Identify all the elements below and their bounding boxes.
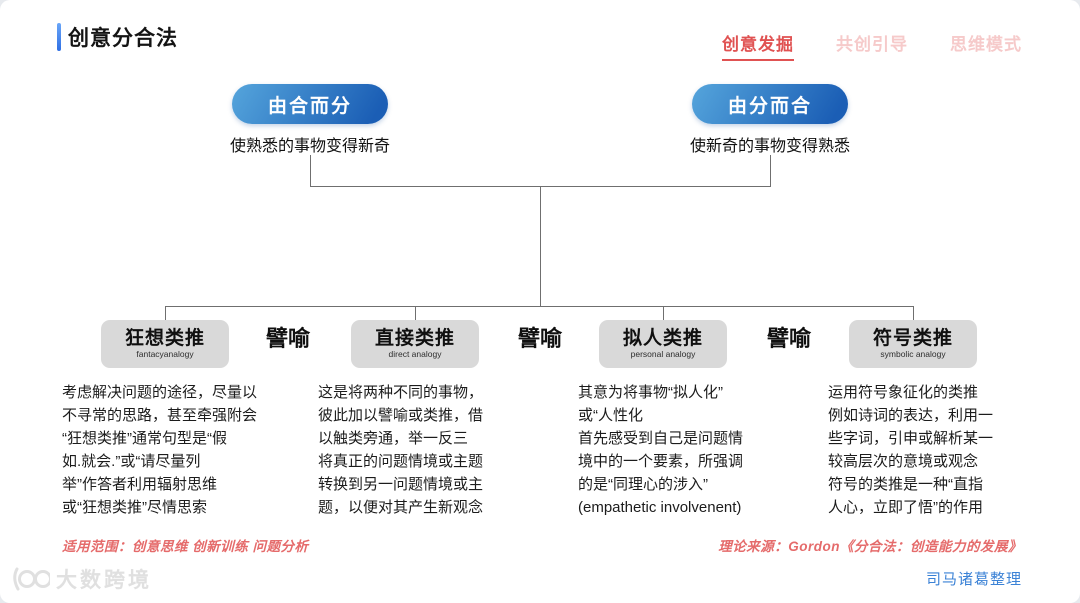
- credit-text: 司马诸葛整理: [925, 571, 1022, 588]
- scope-note: 适用范围：创意思维 创新训练 问题分析: [62, 539, 309, 554]
- analogy-description-direct: 这是将两种不同的事物， 彼此加以譬喻或类推，借 以触类旁通，举一反三 将真正的问…: [318, 384, 484, 516]
- analogy-subtitle: direct analogy: [388, 349, 442, 359]
- nav-tab-thinking-model[interactable]: 思维模式: [950, 35, 1022, 54]
- analogy-title: 狂想类推: [124, 328, 205, 349]
- analogy-subtitle: fantacyanalogy: [136, 349, 194, 359]
- connector-line-branch-4: [913, 306, 914, 321]
- hundred-logo-icon: [13, 567, 50, 591]
- watermark-text: 大数跨境: [56, 569, 152, 592]
- nav-tab-cocreation-guide[interactable]: 共创引导: [836, 35, 908, 54]
- analogy-title: 拟人类推: [622, 328, 703, 349]
- analogy-title: 直接类推: [374, 328, 455, 349]
- connector-line-branch-3: [663, 306, 664, 321]
- analogy-description-fantasy: 考虑解决问题的途径，尽量以 不寻常的思路，甚至牵强附会 “狂想类推”通常句型是“…: [62, 384, 258, 516]
- analogy-box-personal: 拟人类推 personal analogy: [599, 320, 727, 368]
- method-subtitle-merge: 使新奇的事物变得熟悉: [689, 138, 850, 155]
- connector-line-right-drop: [770, 155, 771, 186]
- page-title: 创意分合法: [68, 27, 178, 50]
- method-subtitle-split: 使熟悉的事物变得新奇: [229, 138, 390, 155]
- connector-line-left-drop: [310, 155, 311, 186]
- metaphor-label-1: 譬喻: [265, 326, 310, 351]
- nav-tab-creative-discovery[interactable]: 创意发掘: [722, 30, 794, 61]
- analogy-subtitle: symbolic analogy: [880, 349, 946, 359]
- theory-source-note: 理论来源：Gordon《分合法：创造能力的发展》: [718, 539, 1022, 554]
- analogy-description-personal: 其意为将事物“拟人化” 或“人性化 首先感受到自己是问题情 境中的一个要素，所强…: [578, 384, 744, 516]
- title-accent-bar: [57, 23, 61, 51]
- method-button-split[interactable]: 由合而分: [232, 84, 388, 124]
- method-button-merge[interactable]: 由分而合: [692, 84, 848, 124]
- analogy-description-symbolic: 运用符号象征化的类推 例如诗词的表达，利用一 些字词，引申或解析某一 较高层次的…: [828, 384, 994, 516]
- watermark-logo: 大数跨境: [10, 564, 152, 594]
- connector-line-center-trunk: [540, 186, 541, 306]
- top-nav: 创意发掘 共创引导 思维模式: [722, 30, 1022, 61]
- metaphor-label-3: 譬喻: [766, 326, 811, 351]
- analogy-box-symbolic: 符号类推 symbolic analogy: [849, 320, 977, 368]
- metaphor-label-2: 譬喻: [517, 326, 562, 351]
- analogy-subtitle: personal analogy: [630, 349, 696, 359]
- connector-line-bottom-horizontal: [165, 306, 914, 307]
- analogy-title: 符号类推: [872, 328, 953, 349]
- analogy-box-direct: 直接类推 direct analogy: [351, 320, 479, 368]
- analogy-box-fantasy: 狂想类推 fantacyanalogy: [101, 320, 229, 368]
- connector-line-branch-1: [165, 306, 166, 321]
- connector-line-branch-2: [415, 306, 416, 321]
